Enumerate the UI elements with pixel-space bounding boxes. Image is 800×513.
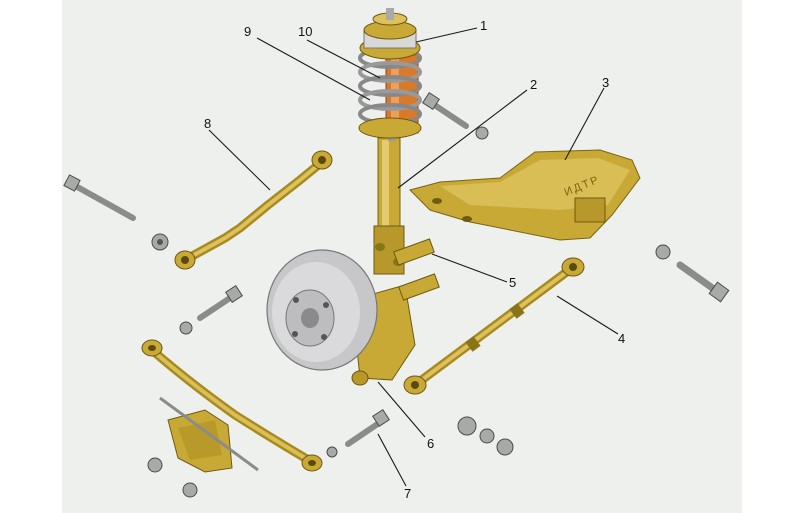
lateral-rod-4 [403, 257, 585, 395]
leader-lines [208, 27, 619, 487]
callout-6: 6 [427, 436, 434, 451]
callout-8: 8 [204, 116, 211, 131]
lower-curved-arm [141, 339, 323, 472]
callout-3: 3 [602, 75, 609, 90]
callout-10: 10 [298, 24, 312, 39]
callout-5: 5 [509, 275, 516, 290]
top-mount [359, 8, 421, 60]
mounting-bracket [159, 396, 259, 473]
fasteners [63, 92, 730, 498]
wheel-hub [266, 238, 440, 386]
coil-spring [358, 47, 422, 139]
upper-rod-8 [174, 150, 333, 270]
body-bracket-3: ИДТР [409, 149, 641, 241]
callout-9: 9 [244, 24, 251, 39]
callout-2: 2 [530, 77, 537, 92]
callout-labels: 1 2 3 4 5 6 7 8 9 10 [204, 18, 625, 501]
callout-7: 7 [404, 486, 411, 501]
callout-1: 1 [480, 18, 487, 33]
callout-4: 4 [618, 331, 625, 346]
